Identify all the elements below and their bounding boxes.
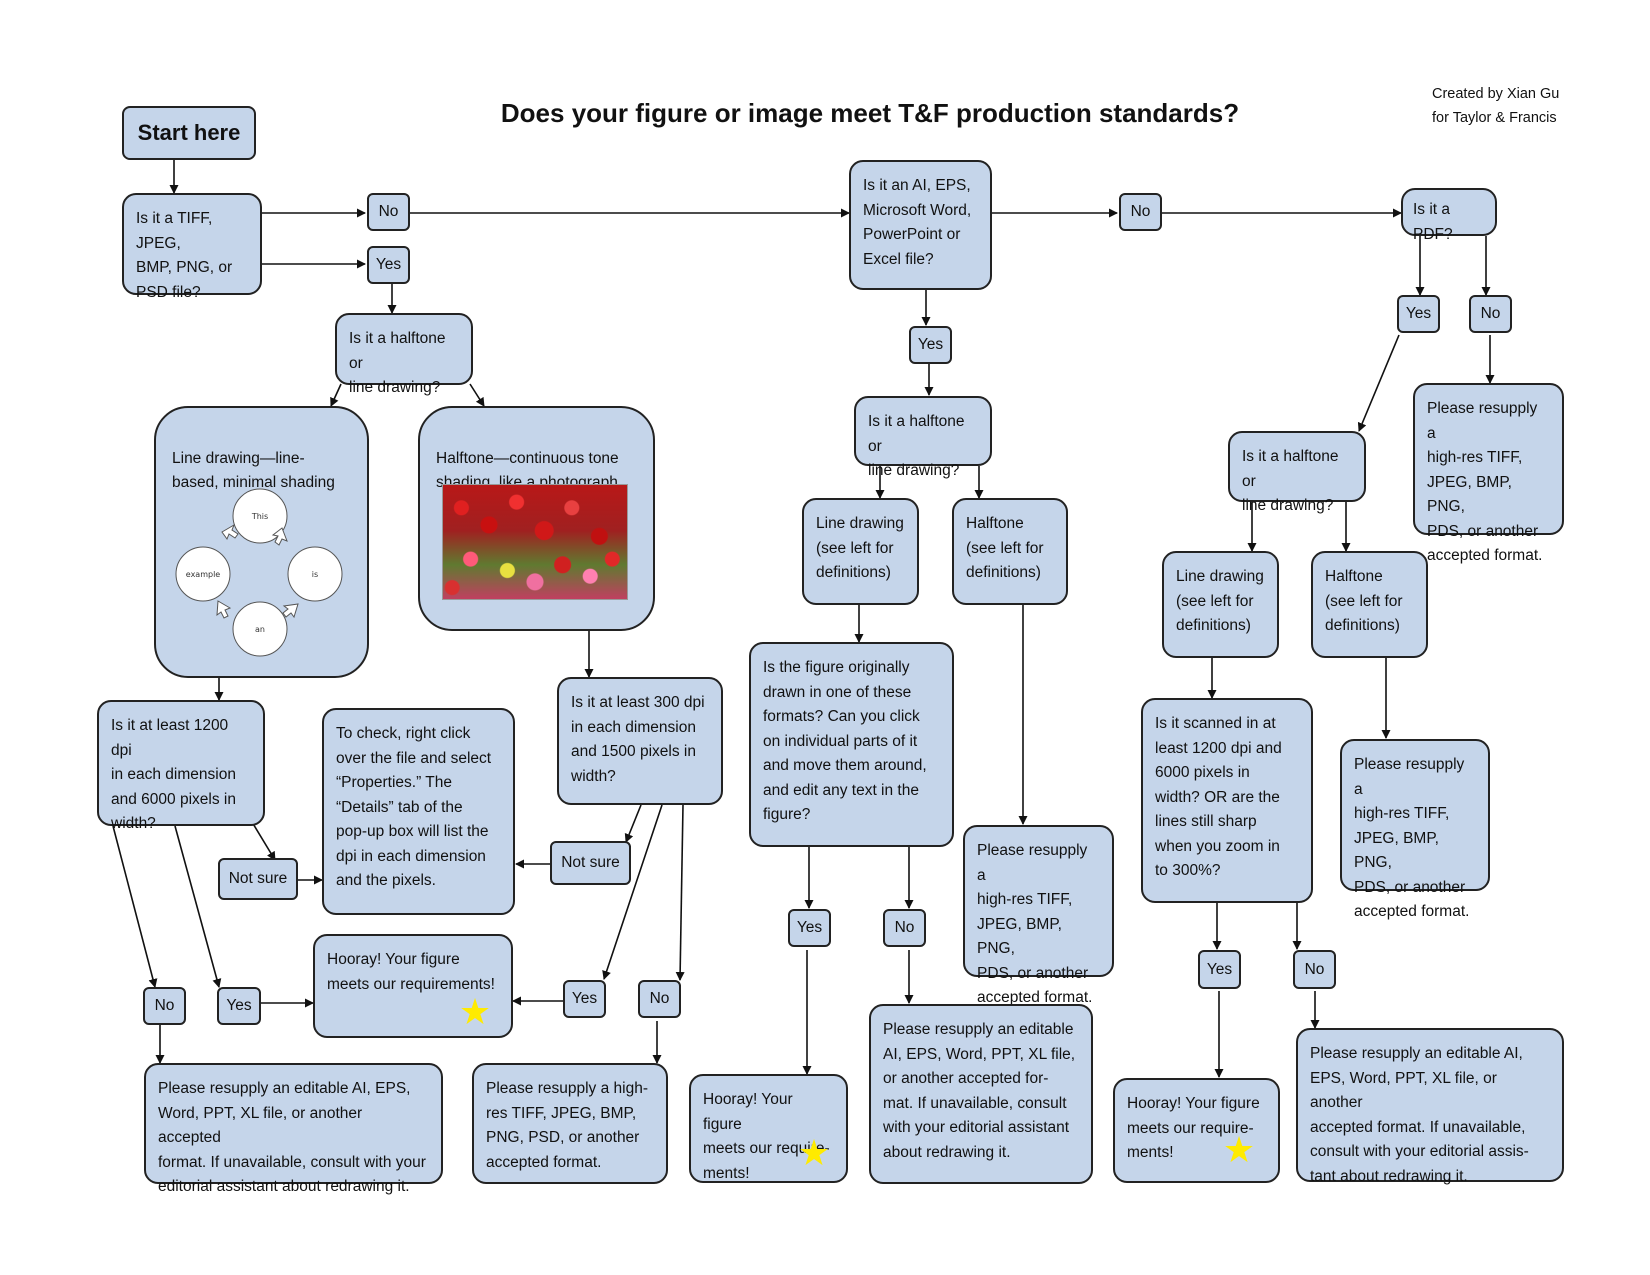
resupply-editable-result: Please resupply an editable AI, EPS, Wor… (144, 1063, 443, 1195)
question-pdf: Is it a PDF? (1401, 188, 1497, 243)
question-halftone-or-line: Is it a halftone or line drawing? (335, 313, 473, 396)
resupply-highres-result: Please resupply a high-res TIFF, JPEG, B… (1413, 383, 1564, 564)
check-properties-note: To check, right click over the file and … (322, 708, 515, 915)
line-drawing-definition-text: Line drawing—line- based, minimal shadin… (172, 449, 335, 492)
label-no: No (638, 980, 681, 1018)
hooray-result: Hooray! Your figure meets our require- m… (689, 1074, 848, 1183)
label-no: No (1119, 193, 1162, 231)
resupply-editable-result: Please resupply an editable AI, EPS, Wor… (1296, 1028, 1564, 1185)
label-yes: Yes (1198, 950, 1241, 989)
line-drawing-branch: Line drawing (see left for definitions) (1162, 551, 1279, 658)
question-scanned-1200-dpi: Is it scanned in at least 1200 dpi and 6… (1141, 698, 1313, 903)
question-vector-format: Is it an AI, EPS, Microsoft Word, PowerP… (849, 160, 992, 290)
label-no: No (143, 987, 186, 1025)
question-halftone-or-line: Is it a halftone or line drawing? (1228, 431, 1366, 514)
label-no: No (367, 193, 410, 231)
question-originally-drawn: Is the figure originally drawn in one of… (749, 642, 954, 847)
label-yes: Yes (563, 980, 606, 1018)
label-no: No (1293, 950, 1336, 989)
resupply-editable-result: Please resupply an editable AI, EPS, Wor… (869, 1004, 1093, 1184)
tulip-photo-image (442, 484, 628, 600)
label-yes: Yes (909, 326, 952, 364)
resupply-highres-result: Please resupply a high- res TIFF, JPEG, … (472, 1063, 668, 1184)
question-300-dpi: Is it at least 300 dpi in each dimension… (557, 677, 723, 805)
cycle-word-example: example (186, 570, 221, 579)
star-icon: ★ (1222, 1129, 1256, 1170)
label-yes: Yes (788, 909, 831, 947)
star-icon: ★ (458, 991, 492, 1032)
cycle-word-this: This (251, 512, 268, 521)
label-not-sure: Not sure (550, 841, 631, 885)
start-node: Start here (122, 106, 256, 160)
cycle-example-diagram: This is an example (175, 488, 343, 657)
question-raster-format: Is it a TIFF, JPEG, BMP, PNG, or PSD fil… (122, 193, 262, 301)
credit-text: Created by Xian Gu for Taylor & Francis (1432, 86, 1560, 126)
line-drawing-branch: Line drawing (see left for definitions) (802, 498, 919, 605)
label-yes: Yes (217, 987, 261, 1025)
label-not-sure: Not sure (218, 858, 298, 900)
hooray-result: Hooray! Your figure meets our requiremen… (313, 934, 513, 1038)
question-halftone-or-line: Is it a halftone or line drawing? (854, 396, 992, 479)
star-icon: ★ (797, 1132, 831, 1173)
halftone-branch: Halftone (see left for definitions) (952, 498, 1068, 605)
resupply-highres-result: Please resupply a high-res TIFF, JPEG, B… (963, 825, 1114, 1006)
label-yes: Yes (367, 246, 410, 284)
label-yes: Yes (1397, 295, 1440, 333)
label-no: No (1469, 295, 1512, 333)
hooray-result: Hooray! Your figure meets our require- m… (1113, 1078, 1280, 1183)
resupply-highres-result: Please resupply a high-res TIFF, JPEG, B… (1340, 739, 1490, 920)
chart-title: Does your figure or image meet T&F produ… (500, 98, 1240, 128)
label-no: No (883, 909, 926, 947)
halftone-branch: Halftone (see left for definitions) (1311, 551, 1428, 658)
question-1200-dpi: Is it at least 1200 dpi in each dimensio… (97, 700, 265, 832)
cycle-word-is: is (312, 570, 318, 579)
cycle-word-an: an (255, 625, 265, 634)
